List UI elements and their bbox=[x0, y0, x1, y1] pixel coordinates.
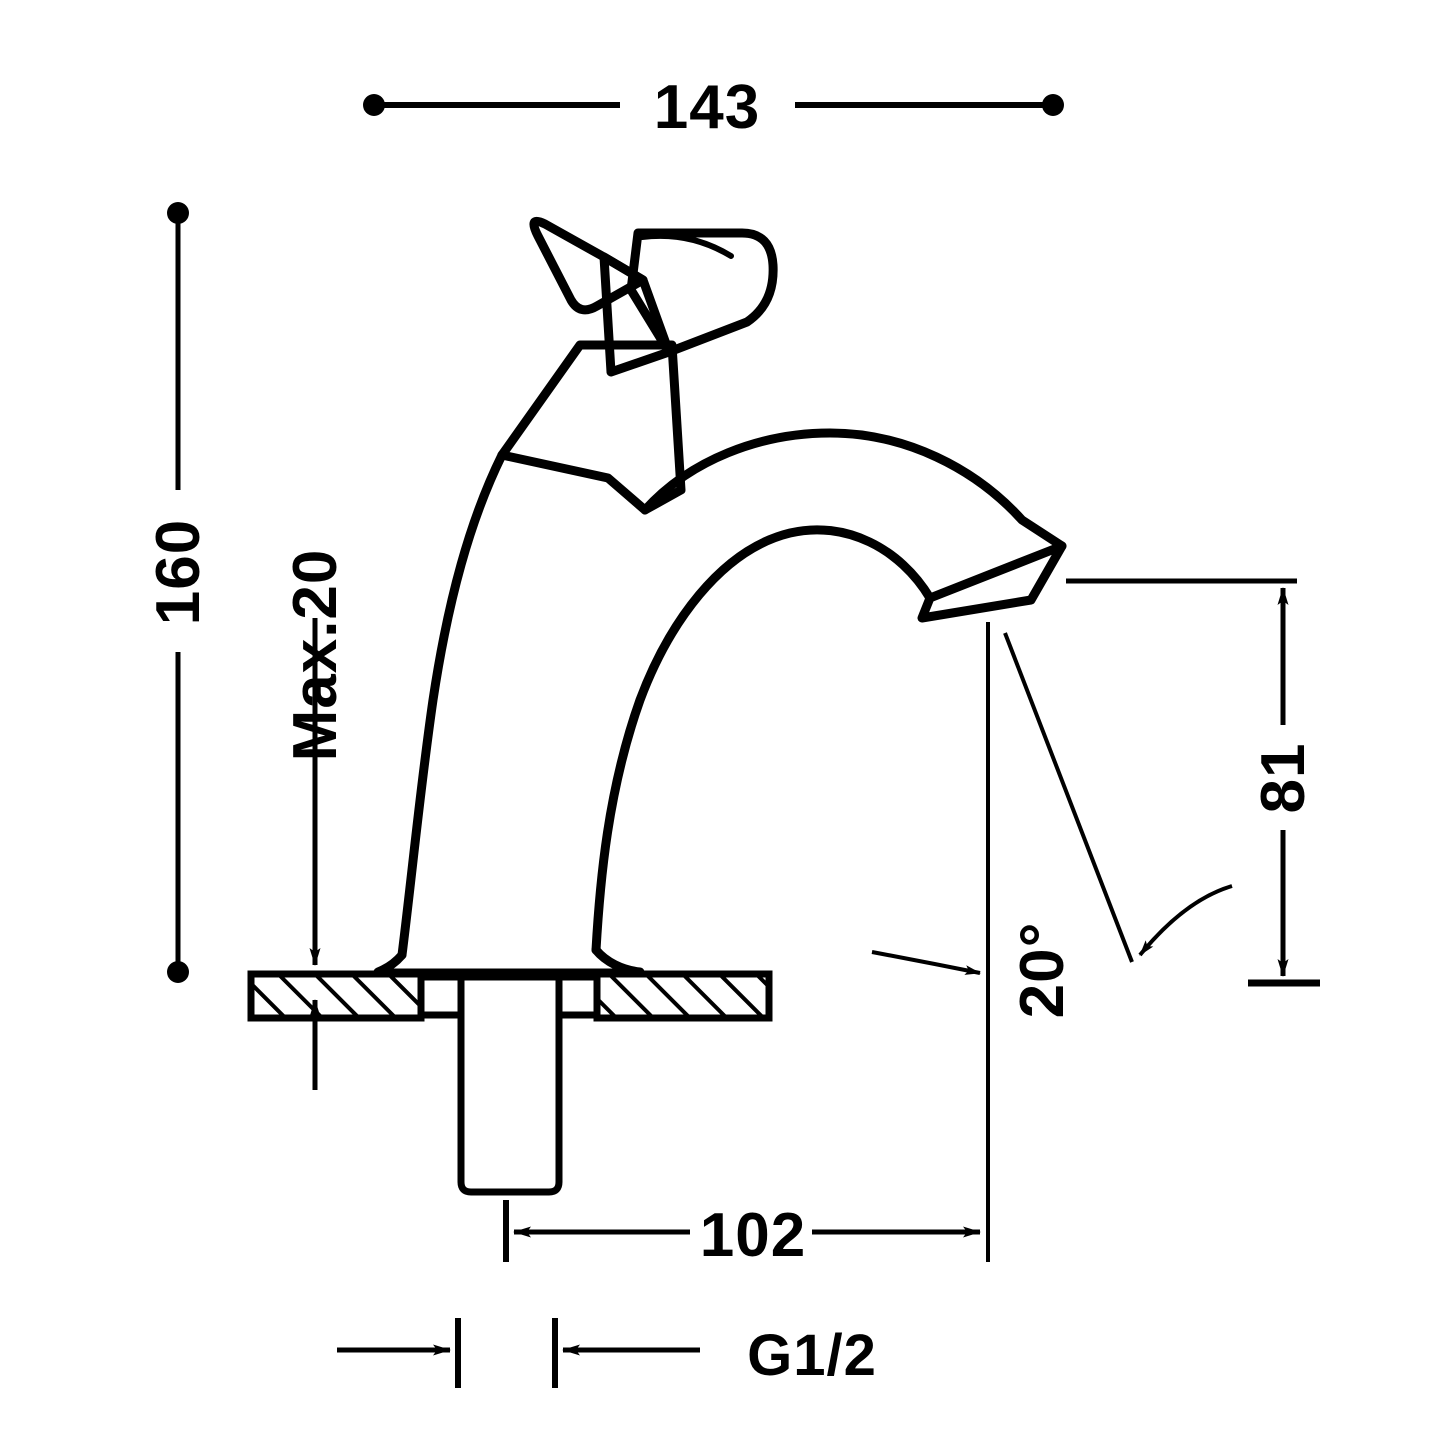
spout-inner-curve bbox=[591, 525, 935, 955]
shank-outline bbox=[457, 975, 563, 1196]
dimension-spout-reach: 102 bbox=[503, 1010, 990, 1270]
dimension-spout-angle: 20° bbox=[871, 622, 1233, 1019]
handle-arm-left bbox=[529, 216, 648, 315]
angle-leader-left bbox=[871, 950, 981, 975]
dimension-spout-height: 81 bbox=[1066, 578, 1320, 987]
spout-aerator bbox=[917, 541, 1067, 623]
dimension-overall-height: 160 bbox=[144, 202, 213, 983]
threaded-shank bbox=[457, 975, 563, 1196]
dimension-overall-width: 143 bbox=[363, 73, 1064, 142]
dim-label-spout-reach: 102 bbox=[700, 1201, 806, 1270]
handle-arm-right bbox=[626, 228, 778, 357]
spout-top-curve bbox=[640, 428, 1067, 551]
counter-left-hatch bbox=[251, 974, 421, 1018]
dim-label-thread-size: G1/2 bbox=[747, 1323, 877, 1388]
body-left-wall bbox=[397, 450, 507, 960]
dimension-thread-size: G1/2 bbox=[337, 1318, 877, 1388]
counter-left-outline bbox=[247, 970, 425, 1022]
dimension-max-counter-thickness: Max.20 bbox=[281, 549, 350, 1090]
handle-top-seam bbox=[639, 232, 734, 259]
dim-label-spout-angle: 20° bbox=[1008, 922, 1077, 1019]
dim-label-overall-width: 143 bbox=[654, 73, 760, 142]
dim-label-spout-height: 81 bbox=[1249, 743, 1318, 814]
dim-label-overall-height: 160 bbox=[144, 519, 213, 625]
handle-center bbox=[599, 252, 674, 377]
angle-leader-right bbox=[1138, 884, 1233, 957]
counter-right-outline bbox=[593, 970, 773, 1022]
valve-bonnet bbox=[497, 340, 686, 515]
dim-label-max-counter-thickness: Max.20 bbox=[281, 549, 350, 762]
faucet-outline bbox=[373, 216, 1067, 977]
counter-right-hatch bbox=[597, 974, 769, 1018]
aerator-seam bbox=[919, 595, 933, 621]
dim-dot-right bbox=[1042, 94, 1064, 116]
countertop-section bbox=[247, 970, 773, 1022]
dim-dot-bottom bbox=[167, 961, 189, 983]
angle-slant-line bbox=[1003, 632, 1134, 963]
